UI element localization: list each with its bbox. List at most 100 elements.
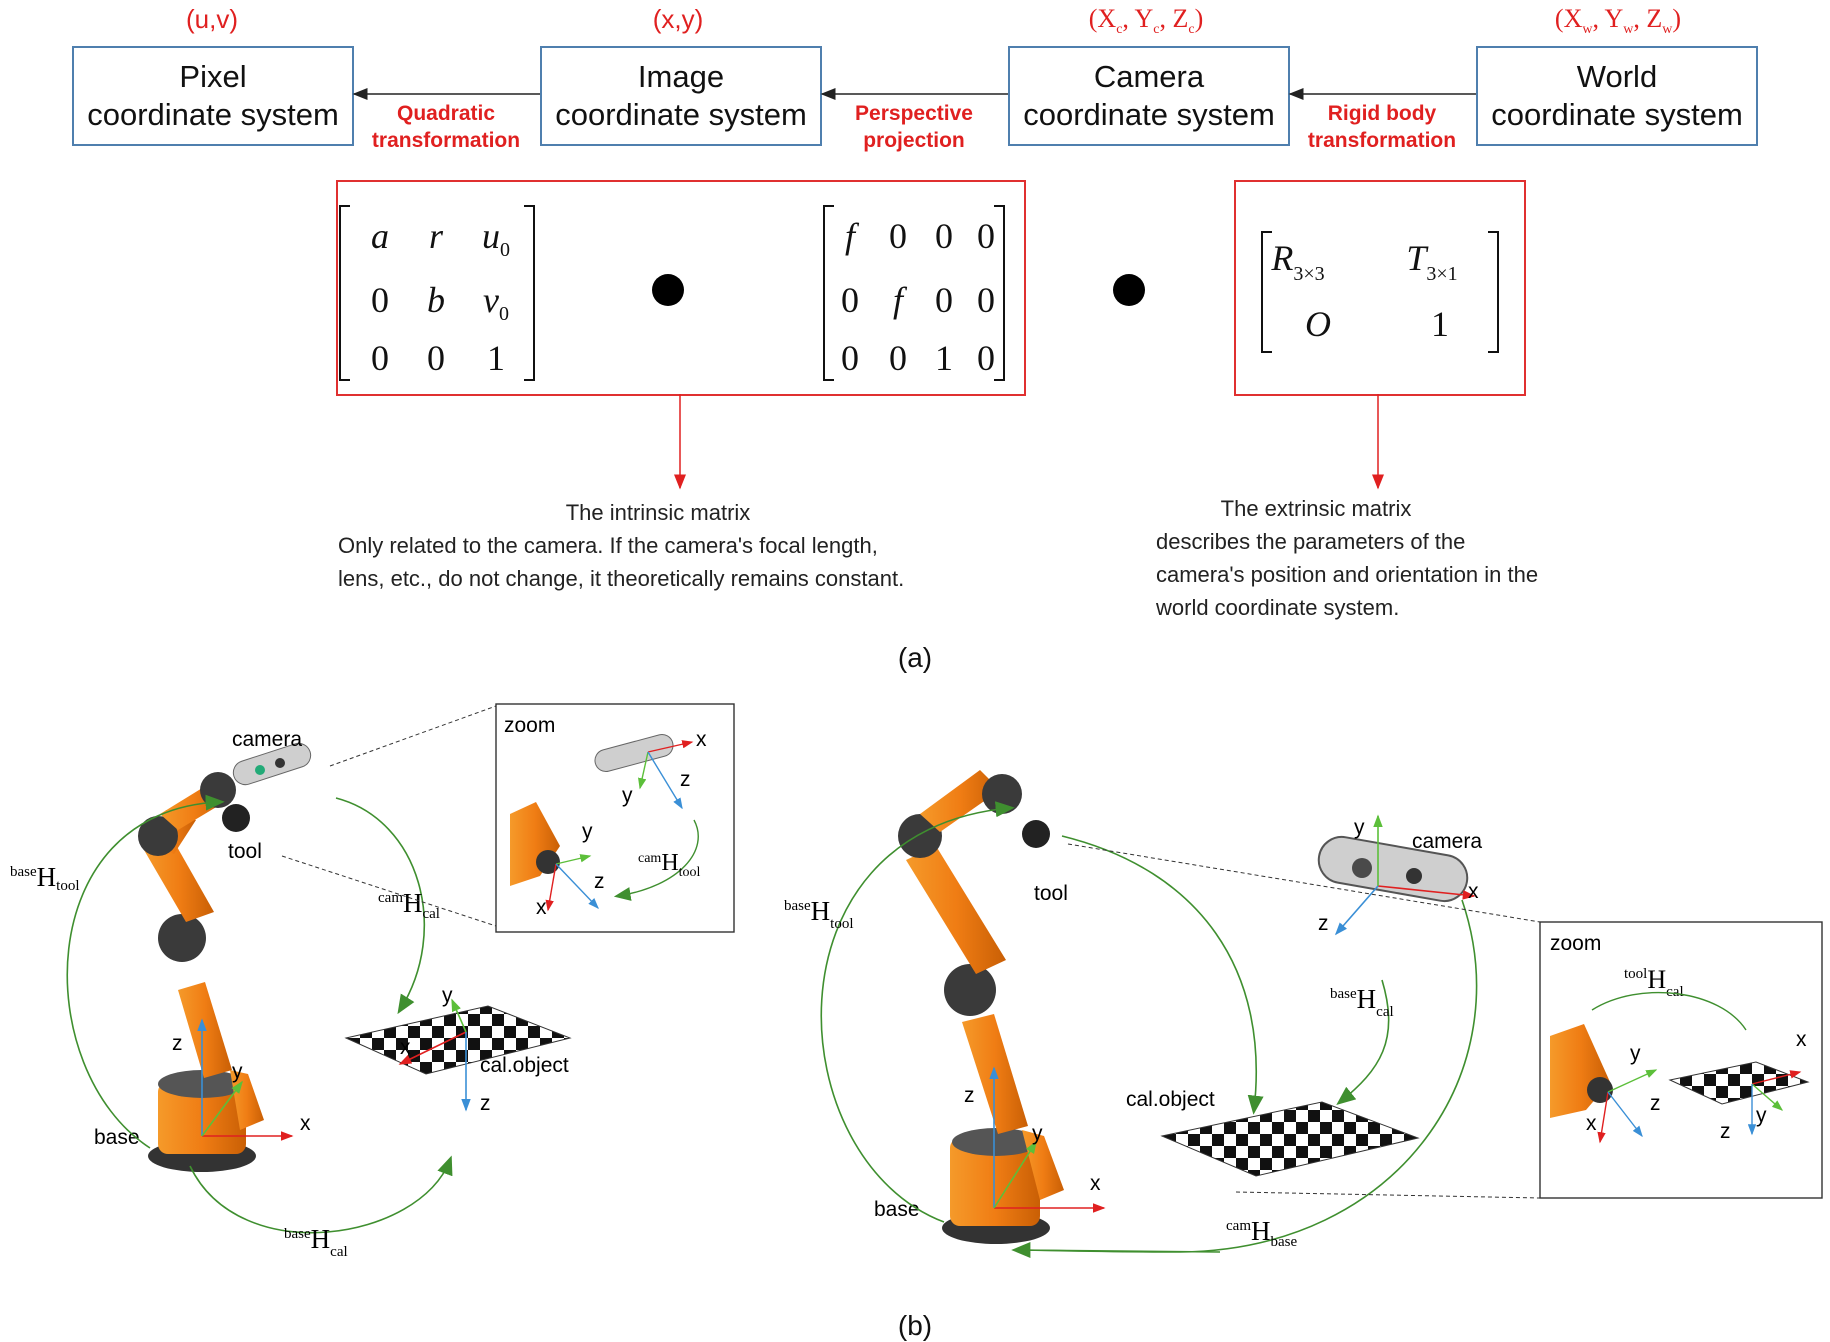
zoom-label-right: zoom: [1550, 932, 1601, 955]
zoom-cal-z-label: z: [1720, 1120, 1731, 1143]
zoom-connector-left-2: [281, 855, 497, 927]
zoom-connector-right-1: [1067, 843, 1541, 923]
box-subtitle: coordinate system: [1023, 97, 1275, 132]
robot-arm-right: [898, 770, 1064, 1244]
zoom-camera-left: [594, 733, 674, 773]
projection-matrix: [823, 205, 1005, 381]
pixel-coordinate-box: Pixel coordinate system: [72, 46, 354, 146]
h-cam-base-right: camHbase: [1226, 1216, 1297, 1250]
intrinsic-title: The intrinsic matrix: [565, 500, 751, 525]
arc-cam-cal-left: [335, 797, 426, 1015]
h-cam-cal-left: camHcal: [378, 888, 440, 922]
extrinsic-o: O: [1305, 304, 1331, 344]
pixel-coord-label: (u,v): [186, 4, 238, 34]
arc-tool-cal-zoom: [1591, 991, 1747, 1031]
cam-axis-x-label-right: x: [1468, 880, 1479, 903]
box-subtitle: coordinate system: [555, 97, 807, 132]
zoom-tool-axis-y: [555, 854, 592, 865]
cal-object-label-right: cal.object: [1126, 1088, 1215, 1111]
extrinsic-line-2: camera's position and orientation in the: [1156, 562, 1539, 587]
proj-10: 0: [841, 280, 859, 320]
caption-a: (a): [897, 642, 933, 673]
proj-00a: 0: [889, 216, 907, 256]
zoom-tool-right-x-label: x: [1586, 1112, 1597, 1135]
extrinsic-line-3: world coordinate system.: [1156, 595, 1400, 620]
zoom-tool-right-axis-z: [1607, 1091, 1643, 1138]
h-tool-cal-zoom: toolHcal: [1624, 965, 1684, 1000]
intrinsic-r: r: [429, 216, 444, 256]
zoom-tool-right-y-label: y: [1630, 1042, 1641, 1065]
proj-20: 0: [841, 338, 859, 378]
dot-operator-2: [1113, 274, 1145, 306]
arc-base-cal-left: [189, 1155, 453, 1234]
camera-label-right: camera: [1412, 830, 1482, 853]
extrinsic-title: The extrinsic matrix: [1220, 496, 1412, 521]
tool-label-left: tool: [228, 840, 262, 863]
world-coordinate-box: World coordinate system: [1476, 46, 1758, 146]
intrinsic-line-1: Only related to the camera. If the camer…: [338, 533, 878, 558]
proj-00b: 0: [935, 216, 953, 256]
box-title: World: [1576, 59, 1658, 94]
intrinsic-v0: v0: [483, 280, 509, 325]
zoom-cal-x-label: x: [1796, 1028, 1807, 1051]
proj-12: 0: [935, 280, 953, 320]
matrix-drawing: a r u0 0 b v0 0 0 1 f 0 0 0 0 f 0 0 0 0 …: [339, 205, 1499, 490]
box-subtitle: coordinate system: [1491, 97, 1743, 132]
extrinsic-matrix: [1261, 231, 1499, 353]
image-coordinate-box: Image coordinate system: [540, 46, 822, 146]
camera-coordinate-box: Camera coordinate system: [1008, 46, 1290, 146]
cam-axis-x-right: [1377, 885, 1476, 900]
zoom-tool-right-z-label: z: [1650, 1092, 1661, 1115]
zoom-cam-x-label: x: [696, 728, 707, 751]
proj-13: 0: [977, 280, 995, 320]
world-coord-label: (Xw, Yw, Zw): [1554, 4, 1682, 38]
cam-axis-z-label-right: z: [1318, 912, 1329, 935]
intrinsic-description: The intrinsic matrix Only related to the…: [338, 496, 1058, 595]
h-base-cal-right: baseHcal: [1330, 984, 1394, 1020]
zoom-label-left: zoom: [504, 714, 555, 737]
proj-21: 0: [889, 338, 907, 378]
zoom-cam-axis-z: [647, 751, 683, 810]
zoom-tool-axis-z: [555, 863, 599, 910]
extrinsic-t: T3×1: [1406, 238, 1457, 285]
base-axis-z-label-right: z: [964, 1084, 975, 1107]
zoom-tool-x-label: x: [536, 896, 547, 919]
arc-cam-base-right: [1011, 899, 1478, 1259]
caption-b: (b): [897, 1310, 933, 1341]
box-title: Image: [637, 59, 725, 94]
cam-axis-y-label-right: y: [1354, 816, 1365, 839]
intrinsic-0b: 0: [371, 338, 389, 378]
cal-object-label-left: cal.object: [480, 1054, 569, 1077]
zoom-tool-right-axis-x: [1597, 1091, 1609, 1144]
intrinsic-1: 1: [487, 338, 505, 378]
intrinsic-matrix: [339, 205, 535, 381]
proj-23: 0: [977, 338, 995, 378]
base-axis-y-label-right: y: [1032, 1122, 1043, 1145]
h-base-tool-left: baseHtool: [10, 862, 80, 894]
extrinsic-description: The extrinsic matrix describes the param…: [1156, 492, 1636, 624]
camera-coord-label: (Xc, Yc, Zc): [1088, 4, 1204, 38]
extrinsic-box: [1234, 180, 1526, 396]
zoom-tool-left: [510, 802, 560, 886]
cal-axis-x-label-left: x: [400, 1036, 411, 1059]
top-arrows: [352, 88, 1476, 100]
h-base-tool-right: baseHtool: [784, 896, 854, 932]
dot-operator-1: [652, 274, 684, 306]
intrinsic-line-2: lens, etc., do not change, it theoretica…: [338, 566, 905, 591]
cal-axis-z-label-left: z: [480, 1092, 491, 1115]
cam-base-pointer: [1015, 1249, 1221, 1253]
zoom-cam-z-label: z: [680, 768, 691, 791]
zoom-connector-left-1: [329, 705, 497, 767]
proj-f2: f: [893, 280, 908, 320]
base-axis-x-label-right: x: [1090, 1172, 1101, 1195]
extrinsic-line-1: describes the parameters of the: [1156, 529, 1466, 554]
arc-base-tool-right: [820, 801, 1015, 1223]
zoom-cal-object-right: [1668, 1061, 1810, 1105]
base-label-left: base: [94, 1126, 140, 1149]
zoom-tool-axis-x: [545, 863, 557, 912]
extrinsic-one: 1: [1431, 304, 1449, 344]
zoom-cal-axis-y: [1751, 1083, 1784, 1111]
extrinsic-r: R3×3: [1270, 238, 1324, 285]
cal-axis-y-left: [451, 998, 467, 1033]
zoom-tool-right-axis-y: [1607, 1069, 1658, 1093]
